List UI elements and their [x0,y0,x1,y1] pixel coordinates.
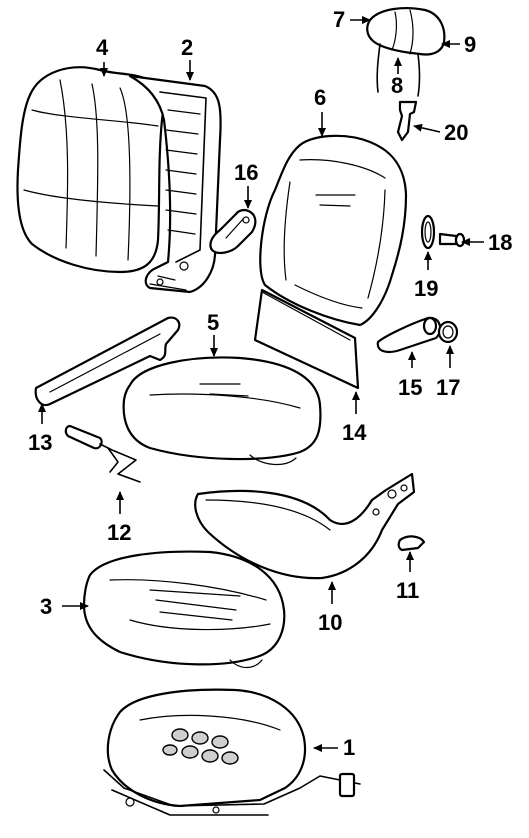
recliner-cover-part-16 [209,208,257,255]
callout-13: 13 [28,430,52,455]
seat-track-part-1 [103,688,361,816]
seatback-cover-part-4 [16,66,165,274]
callout-20: 20 [444,120,468,145]
seatback-board-part-14 [253,288,360,390]
callout-15: 15 [398,375,422,400]
callout-19: 19 [414,276,438,301]
callout-4: 4 [96,35,109,60]
callout-2: 2 [181,35,193,60]
recliner-handle-part-15 [376,316,442,353]
callout-12: 12 [107,520,131,545]
leader-lines [38,16,484,752]
handle-part-12 [64,424,141,483]
callout-11: 11 [396,578,419,603]
callout-16: 16 [234,160,258,185]
seatback-frame-part-2 [128,74,222,294]
callout-7: 7 [333,7,345,32]
clip-part-18 [438,232,466,248]
callout-18: 18 [488,230,512,255]
seat-cushion-part-5 [122,356,322,465]
callout-6: 6 [314,85,326,110]
callout-8: 8 [391,73,403,98]
callout-labels: 1 2 3 4 5 6 7 8 9 10 11 12 13 14 15 16 1… [28,7,512,760]
callout-17: 17 [436,375,460,400]
clip-part-11 [397,535,426,552]
leader-20 [413,123,441,133]
callout-3: 3 [40,594,52,619]
callout-10: 10 [318,610,342,635]
seatback-assembly-part-6 [259,134,408,327]
headrest-part-9 [366,7,446,97]
headrest-guide-part-20 [396,100,418,142]
knob-part-17 [437,320,459,344]
callout-5: 5 [207,310,219,335]
callout-9: 9 [464,32,476,57]
seat-cushion-cover-part-3 [82,550,286,669]
callout-1: 1 [343,735,355,760]
knob-part-19 [420,214,436,250]
callout-14: 14 [342,420,367,445]
seat-frame-part-10 [194,472,416,580]
